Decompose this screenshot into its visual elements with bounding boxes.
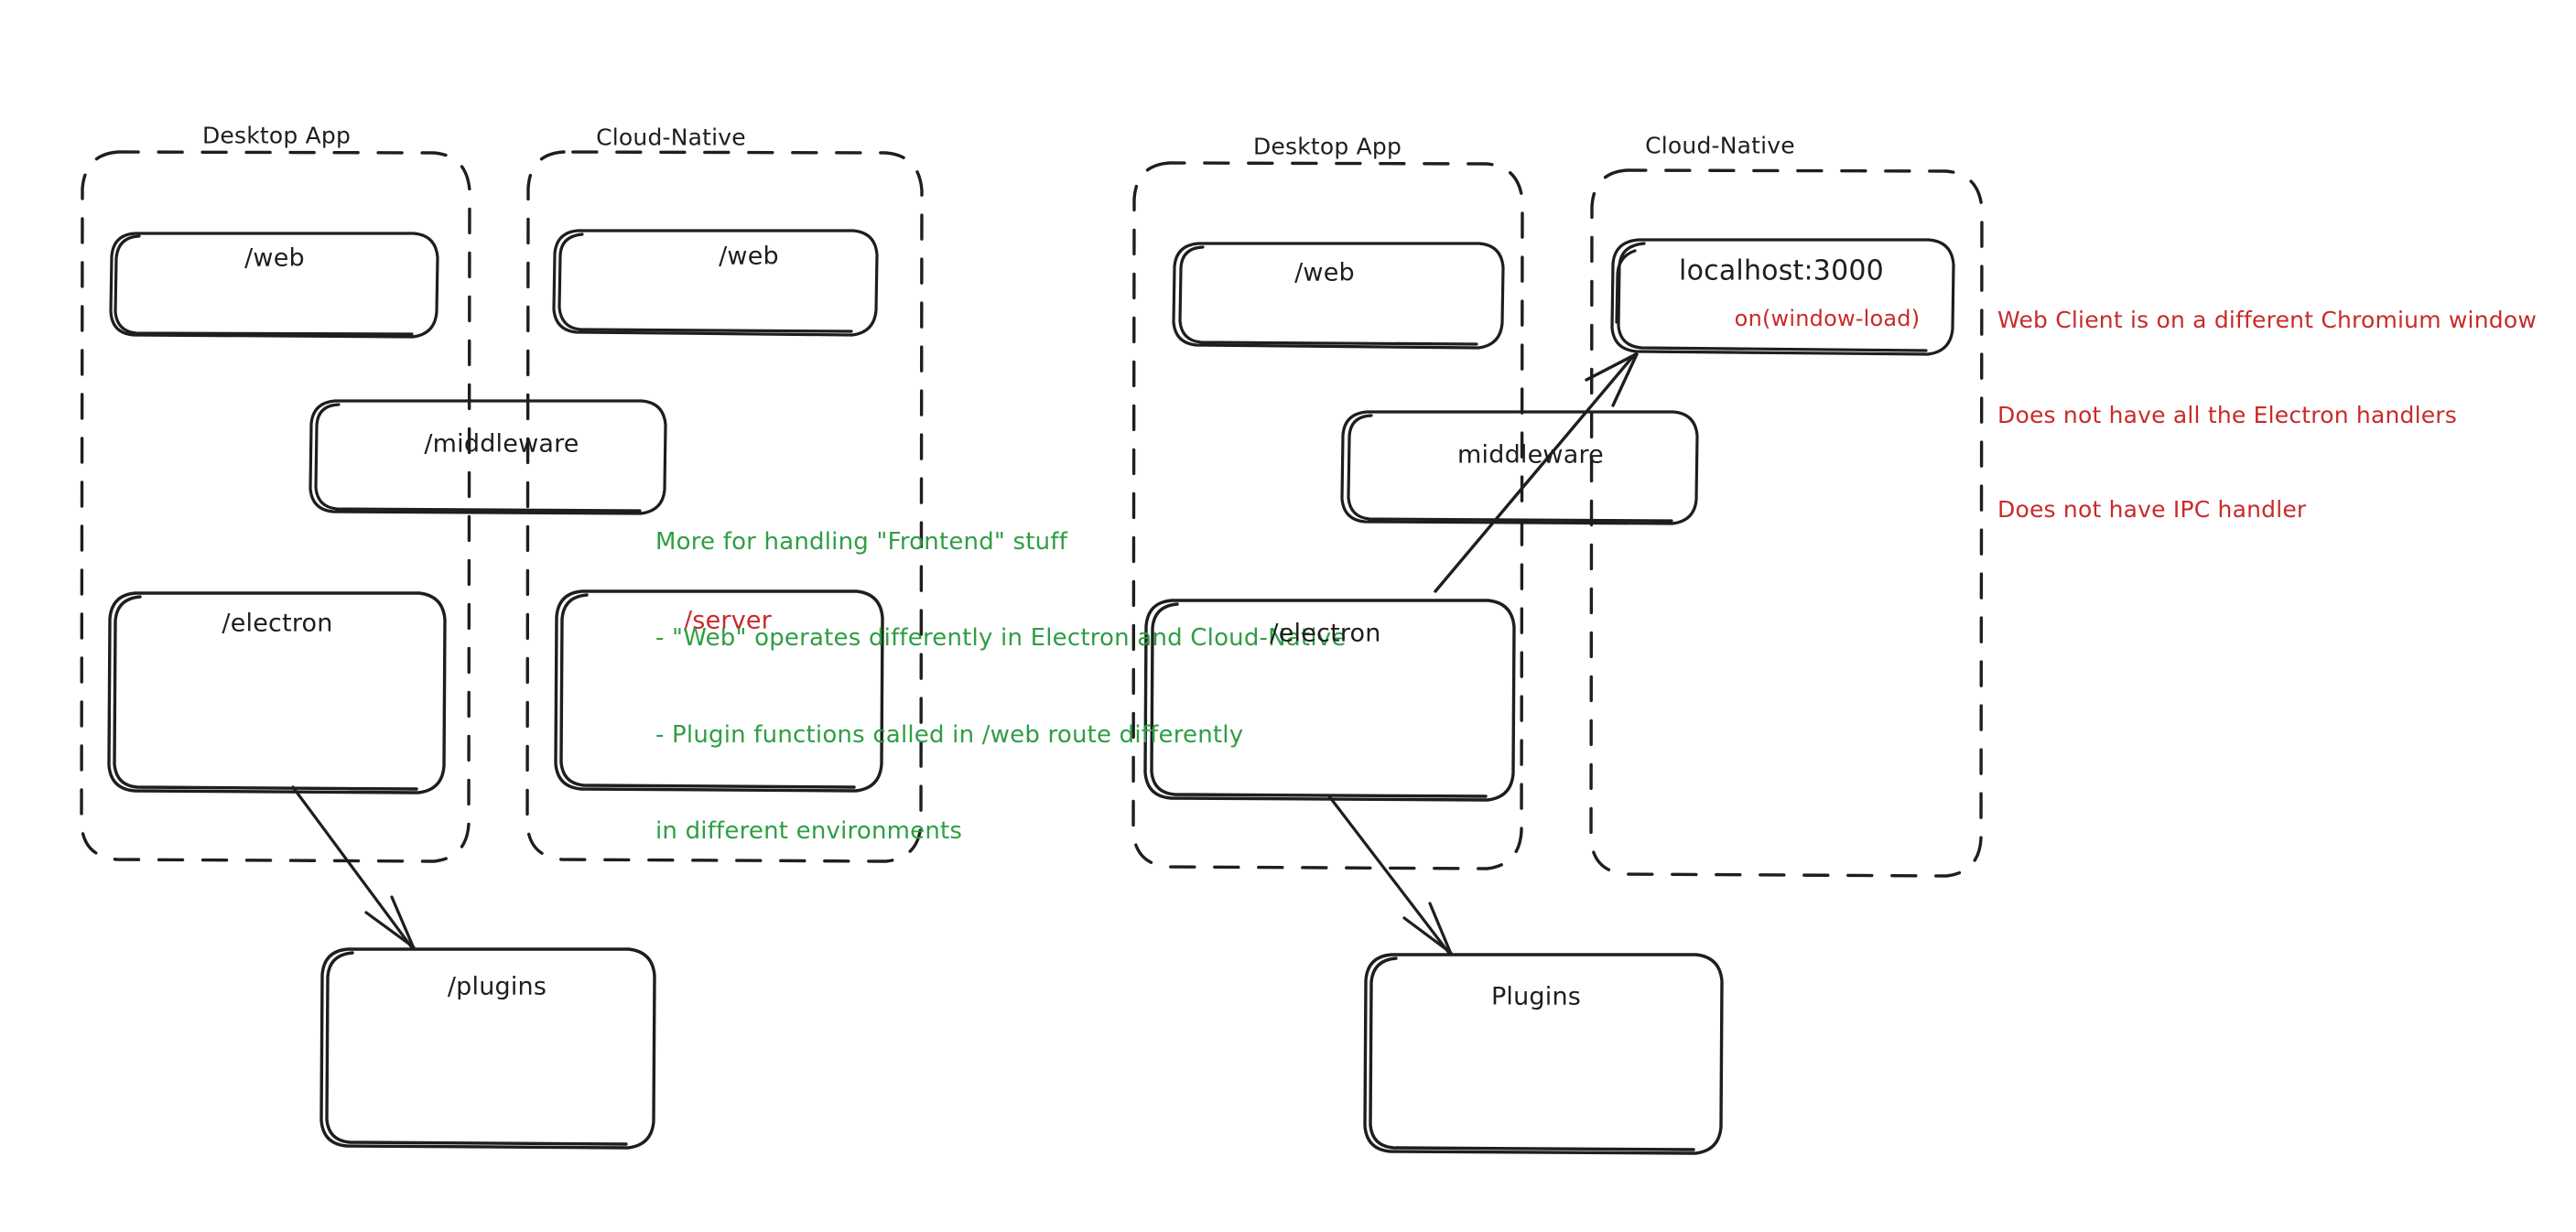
right-middleware-box bbox=[1340, 410, 1699, 525]
left-middleware-box bbox=[308, 399, 667, 515]
right-arrow-electron-localhost bbox=[1434, 352, 1639, 593]
right-desktop-app-container bbox=[1131, 161, 1524, 870]
left-arrow-electron-plugins bbox=[291, 785, 416, 950]
right-electron-box bbox=[1143, 599, 1516, 802]
left-web-cloud-box bbox=[552, 229, 879, 337]
left-desktop-app-container bbox=[80, 150, 471, 863]
right-web-desktop-box bbox=[1172, 242, 1505, 350]
right-arrow-electron-plugins bbox=[1327, 794, 1453, 956]
right-plugins-box bbox=[1363, 953, 1724, 1155]
left-cloud-native-container bbox=[525, 150, 924, 863]
right-localhost-box bbox=[1610, 238, 1955, 356]
right-cloud-native-container bbox=[1589, 168, 1984, 878]
left-web-desktop-box bbox=[109, 232, 439, 339]
left-plugins-box bbox=[319, 947, 656, 1150]
left-electron-box bbox=[107, 591, 447, 794]
left-server-box bbox=[554, 589, 884, 793]
